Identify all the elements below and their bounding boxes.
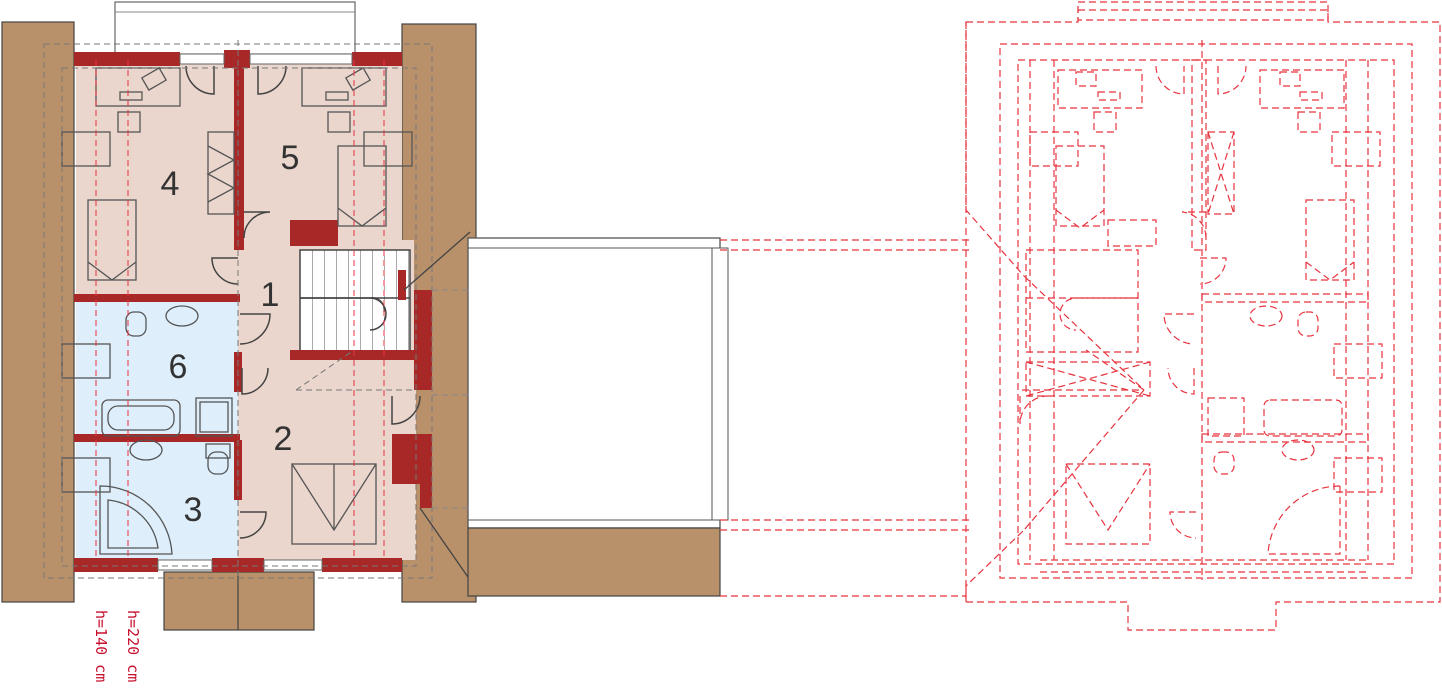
room-6-floor bbox=[76, 300, 238, 440]
left-unit-plan: 1 2 3 4 5 6 h=220 cm h=140 cm bbox=[1, 1, 477, 682]
room-label-5: 5 bbox=[281, 139, 300, 177]
left-dashed-lines bbox=[95, 60, 385, 560]
height-label-140: h=140 cm bbox=[92, 610, 110, 682]
carport bbox=[432, 237, 729, 597]
room-4-floor bbox=[76, 60, 238, 300]
room-label-4: 4 bbox=[161, 165, 180, 203]
left-grey-dashed bbox=[43, 40, 433, 580]
room-label-3: 3 bbox=[184, 491, 203, 529]
right-unit-plan bbox=[720, 1, 1441, 631]
doors bbox=[185, 65, 421, 539]
corridor-2-furniture bbox=[291, 463, 377, 545]
roof-carport-bottom bbox=[467, 527, 721, 597]
balcony-top bbox=[114, 1, 356, 55]
height-label-220: h=220 cm bbox=[124, 610, 142, 682]
room-label-6: 6 bbox=[169, 348, 188, 386]
room-2-floor bbox=[238, 355, 416, 560]
windows bbox=[157, 53, 353, 571]
room-label-1: 1 bbox=[261, 276, 280, 314]
bathroom-3-fixtures bbox=[61, 439, 231, 555]
staircase bbox=[299, 249, 411, 353]
room-label-2: 2 bbox=[274, 420, 293, 458]
roof-bottom-porch bbox=[163, 571, 315, 631]
roof-left bbox=[1, 21, 75, 603]
bathroom-6-fixtures bbox=[61, 305, 233, 437]
